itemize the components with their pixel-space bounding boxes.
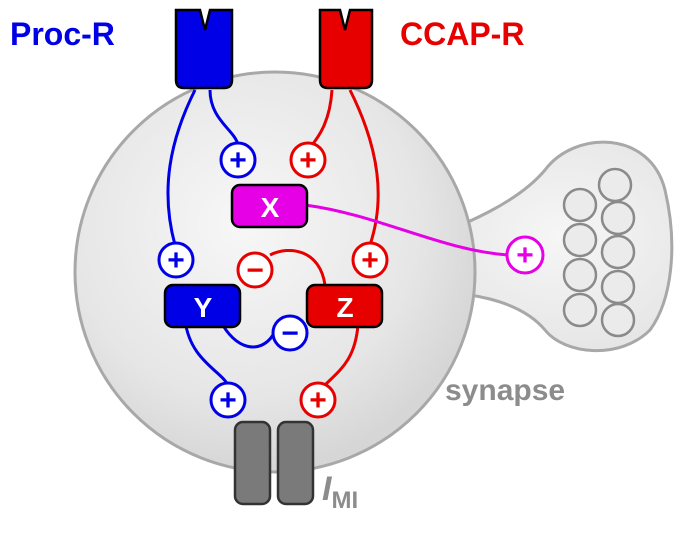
- vesicle: [597, 167, 633, 203]
- vesicle: [562, 222, 598, 258]
- vesicle: [600, 200, 636, 236]
- sign-x-synapse-plus: +: [505, 235, 545, 275]
- current-label: IMI: [322, 470, 358, 514]
- sign-text: +: [361, 244, 379, 277]
- node-z-label: Z: [336, 292, 353, 323]
- sign-text: +: [299, 144, 317, 177]
- procr-to-y-line: [166, 89, 197, 246]
- vesicle: [562, 292, 598, 328]
- node-z: Z: [305, 283, 384, 329]
- synaptic-vesicles: [562, 167, 636, 338]
- synapse-label: synapse: [445, 374, 565, 407]
- sign-text: +: [219, 384, 237, 417]
- sign-y-z-minus: −: [271, 314, 309, 352]
- sign-text: −: [281, 317, 299, 350]
- sign-z-y-minus: −: [236, 251, 274, 289]
- vesicle: [600, 269, 636, 305]
- node-y: Y: [163, 283, 242, 329]
- sign-procr-y-plus: +: [157, 241, 195, 279]
- current-symbol: I: [322, 470, 333, 508]
- procr-receptor-icon: [174, 8, 234, 90]
- vesicle: [600, 302, 636, 338]
- ccapr-receptor-icon: [318, 8, 374, 90]
- sign-text: +: [516, 239, 534, 272]
- sign-procr-x-plus: +: [219, 141, 257, 179]
- sign-y-channel-plus: +: [209, 381, 247, 419]
- ccapr-to-z-line: [348, 89, 380, 246]
- vesicle: [562, 257, 598, 293]
- z-to-channel-line: [323, 324, 360, 387]
- vesicle: [600, 234, 636, 270]
- vesicle: [562, 187, 598, 223]
- z-inhibits-y-line: [269, 248, 327, 286]
- node-y-label: Y: [194, 292, 213, 323]
- procr-to-x-line: [208, 89, 240, 146]
- x-to-synapse-line: [304, 203, 509, 257]
- sign-text: +: [167, 244, 185, 277]
- node-x: X: [230, 183, 309, 229]
- sign-text: −: [246, 254, 264, 287]
- sign-text: +: [229, 144, 247, 177]
- sign-z-channel-plus: +: [299, 381, 337, 419]
- sign-ccapr-z-plus: +: [351, 241, 389, 279]
- procr-label: Proc-R: [10, 16, 115, 52]
- node-x-label: X: [261, 192, 280, 223]
- cell-body: [73, 70, 477, 474]
- ion-channel-icon: [233, 420, 315, 506]
- sign-text: +: [309, 384, 327, 417]
- sign-ccapr-x-plus: +: [289, 141, 327, 179]
- current-subscript: MI: [331, 487, 358, 514]
- ccapr-to-x-line: [310, 89, 334, 146]
- ccapr-label: CCAP-R: [400, 16, 524, 52]
- y-to-channel-line: [183, 319, 230, 386]
